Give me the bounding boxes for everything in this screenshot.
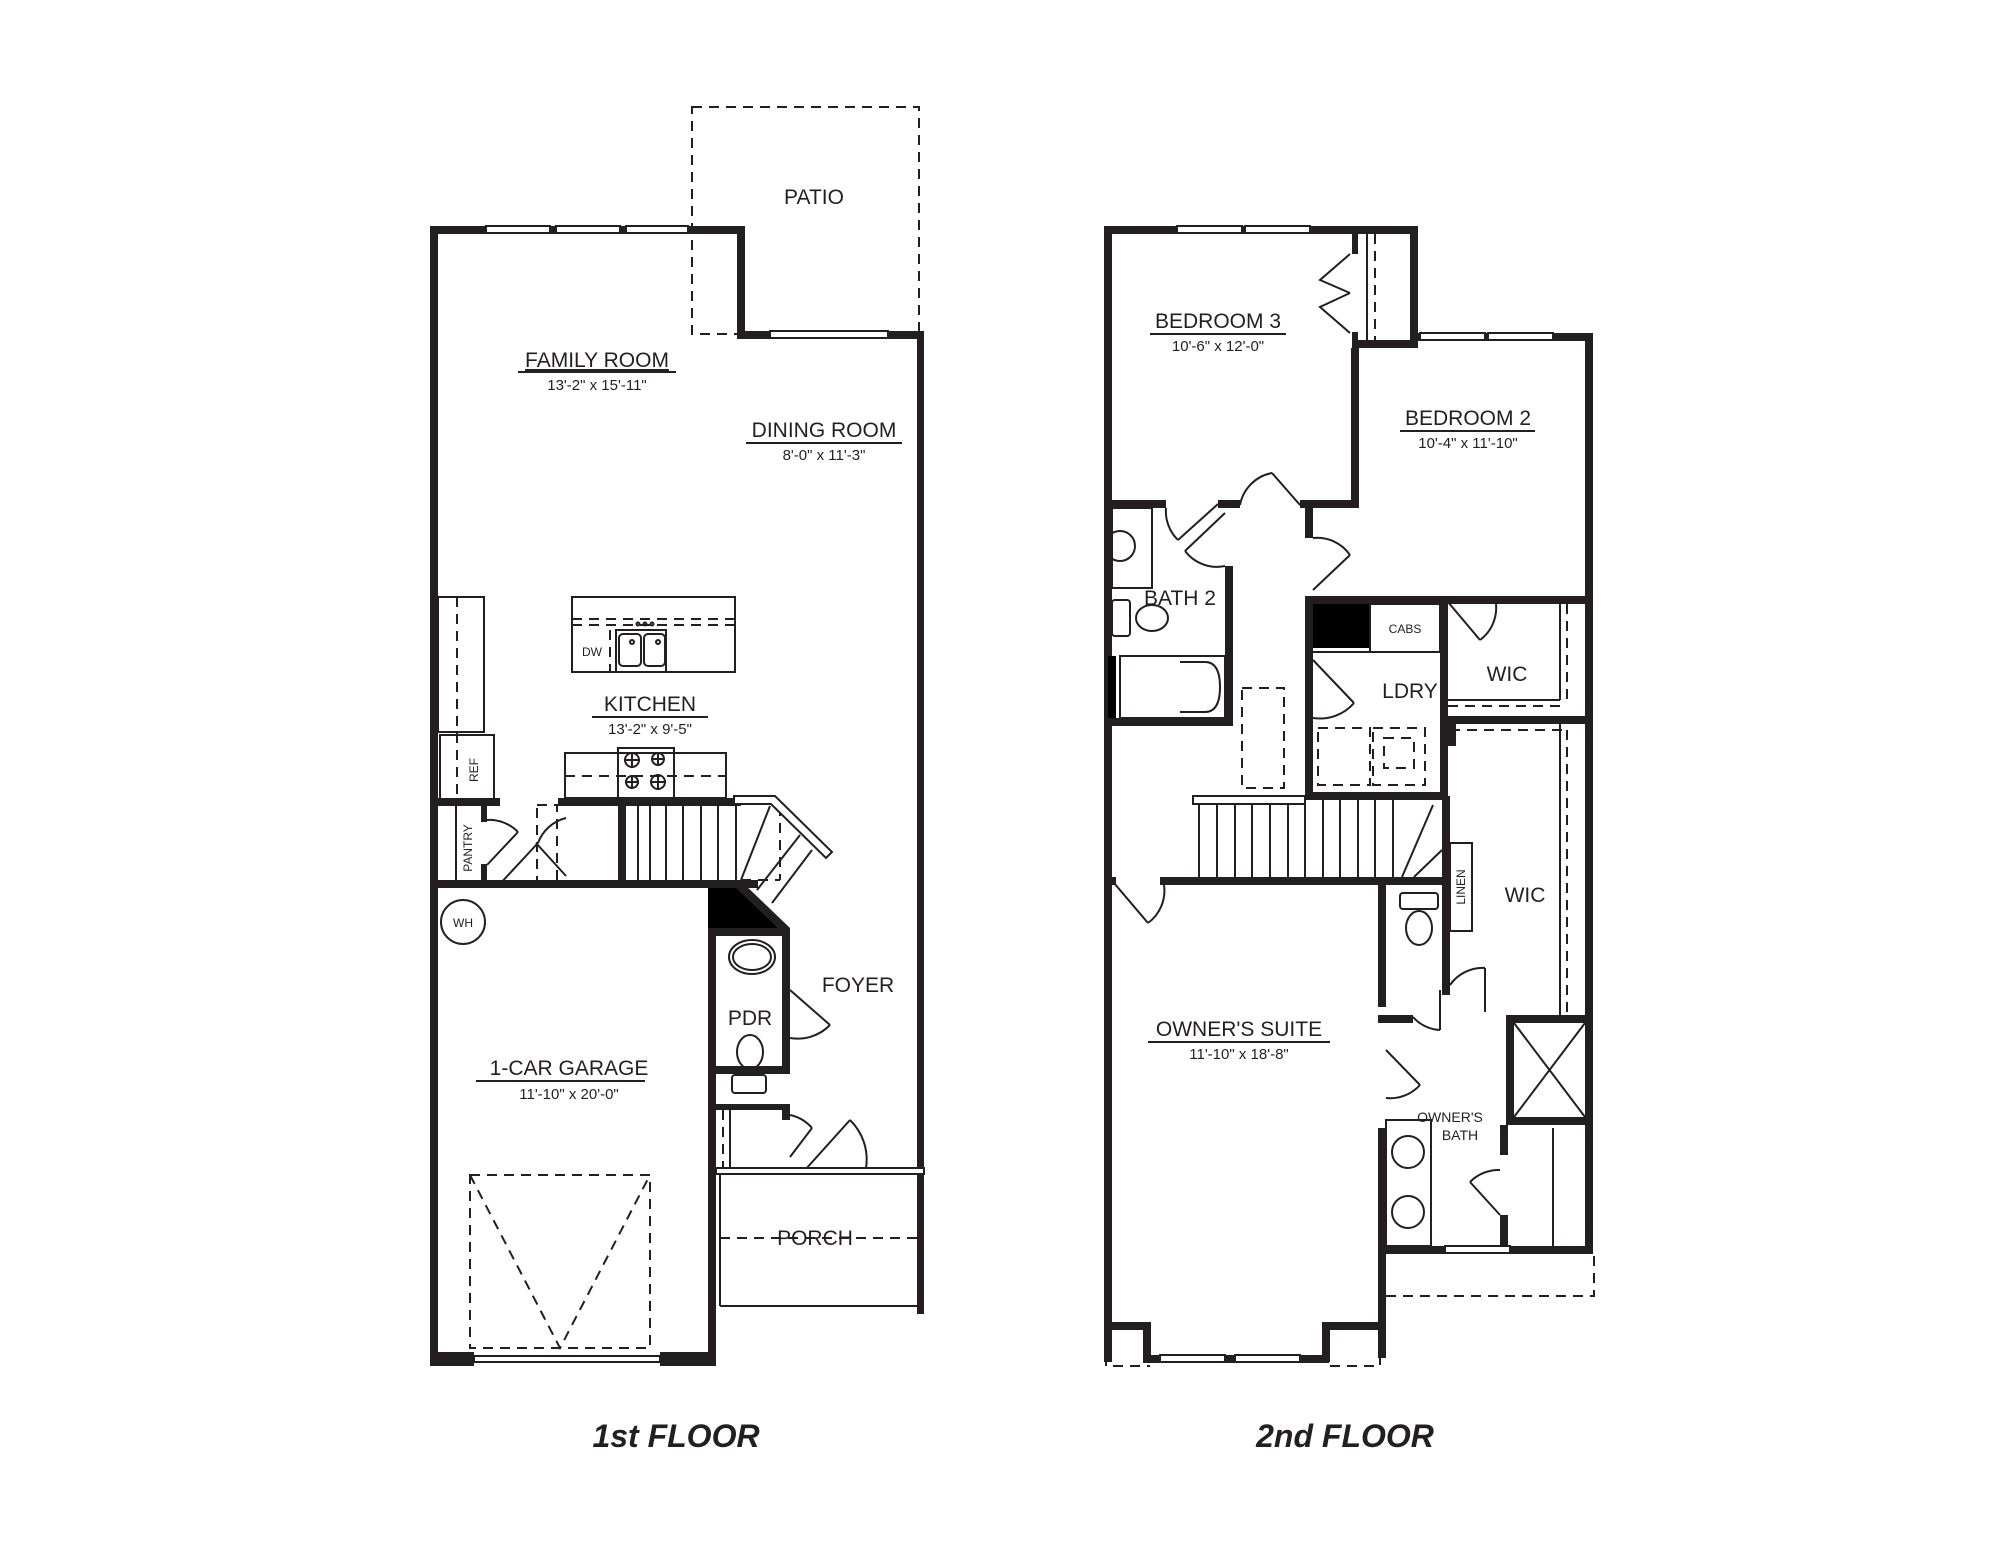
family-room-label: FAMILY ROOM xyxy=(525,349,669,372)
bedroom2-wic-label: WIC xyxy=(1487,663,1528,686)
pantry: PANTRY xyxy=(455,806,519,882)
water-heater-label: WH xyxy=(453,916,473,930)
bedroom2-wic xyxy=(1440,596,1593,724)
window xyxy=(485,225,551,234)
toilet-icon xyxy=(736,1034,764,1070)
kitchen-island: DW xyxy=(571,596,736,673)
laundry-room xyxy=(1305,596,1448,800)
garage-door-swing xyxy=(497,804,567,887)
second-floor-title: 2nd FLOOR xyxy=(1256,1418,1434,1454)
garage-label: 1-CAR GARAGE xyxy=(490,1057,649,1080)
window xyxy=(1419,332,1486,341)
first-floor-title: 1st FLOOR xyxy=(592,1418,760,1454)
window xyxy=(1234,1354,1301,1363)
powder-room-label: PDR xyxy=(728,1007,772,1030)
porch-label: PORCH xyxy=(777,1227,853,1250)
window xyxy=(555,225,621,234)
water-heater xyxy=(440,899,486,945)
owners-suite-dimensions: 11'-10" x 18'-8" xyxy=(1189,1046,1289,1063)
window xyxy=(625,225,689,234)
bedroom2-label: BEDROOM 2 xyxy=(1405,407,1531,430)
owners-suite-label: OWNER'S SUITE xyxy=(1156,1018,1322,1041)
first-floor-stairs xyxy=(618,795,834,904)
foyer-label: FOYER xyxy=(822,974,894,997)
garage-fixtures: WH xyxy=(440,899,651,1351)
laundry-label: LDRY xyxy=(1382,680,1438,703)
dining-room-dimensions: 8'-0" x 11'-3" xyxy=(783,447,866,464)
owner-wic: LINEN xyxy=(1448,716,1568,1016)
porch xyxy=(715,1167,925,1307)
owner-wic-label: WIC xyxy=(1505,884,1546,907)
foyer-closet xyxy=(708,1104,813,1167)
kitchen-wall-counter: REF xyxy=(437,596,495,803)
toilet-icon xyxy=(1405,910,1433,946)
window xyxy=(1487,332,1554,341)
powder-room xyxy=(708,928,831,1094)
sink-icon xyxy=(1104,530,1136,562)
kitchen-label: KITCHEN xyxy=(604,693,696,716)
bath2-label: BATH 2 xyxy=(1144,587,1216,610)
sink-icon xyxy=(1391,1195,1425,1229)
window xyxy=(1159,1354,1226,1363)
pantry-label: PANTRY xyxy=(461,824,475,872)
bedroom3-dimensions: 10'-6" x 12'-0" xyxy=(1172,338,1264,355)
front-door xyxy=(804,1119,868,1171)
first-floor-plan: DW REF PA xyxy=(430,106,925,1366)
dining-room-label: DINING ROOM xyxy=(752,419,897,442)
owners-bath xyxy=(1378,877,1593,1247)
bedroom3-closet xyxy=(1318,234,1376,348)
washer xyxy=(1317,727,1371,786)
linen-label: LINEN xyxy=(1454,869,1468,904)
garage-door xyxy=(473,1355,661,1363)
family-room-dimensions: 13'-2" x 15'-11" xyxy=(547,377,647,394)
garage-dimensions: 11'-10" x 20'-0" xyxy=(519,1086,619,1103)
bedroom3-label: BEDROOM 3 xyxy=(1155,310,1281,333)
bathtub xyxy=(1119,655,1226,719)
toilet-icon xyxy=(1135,604,1169,632)
dryer xyxy=(1372,727,1426,786)
cabinets-label: CABS xyxy=(1389,622,1422,636)
mechanical-closet xyxy=(1313,604,1369,648)
dishwasher-label: DW xyxy=(582,645,603,659)
bedroom2-dimensions: 10'-4" x 11'-10" xyxy=(1418,435,1518,452)
sink-icon xyxy=(728,939,776,975)
bath2 xyxy=(1104,500,1240,726)
window xyxy=(1444,1245,1511,1254)
window xyxy=(1244,225,1311,234)
second-floor-stairs xyxy=(1160,795,1450,886)
patio-label: PATIO xyxy=(784,186,844,209)
range-counter xyxy=(564,747,727,799)
under-stair-closet xyxy=(708,888,778,928)
owners-bath-label-line2: BATH xyxy=(1442,1127,1478,1143)
sliding-door xyxy=(769,330,889,339)
refrigerator-label: REF xyxy=(467,758,481,782)
kitchen-dimensions: 13'-2" x 9'-5" xyxy=(608,721,692,738)
first-floor-exterior-walls xyxy=(430,226,924,1366)
owners-bath-label-line1: OWNER'S xyxy=(1417,1109,1483,1125)
second-floor-plan: LINEN xyxy=(1104,225,1595,1367)
sink-icon xyxy=(1391,1135,1425,1169)
patio-outline xyxy=(691,106,920,335)
window xyxy=(1176,225,1243,234)
